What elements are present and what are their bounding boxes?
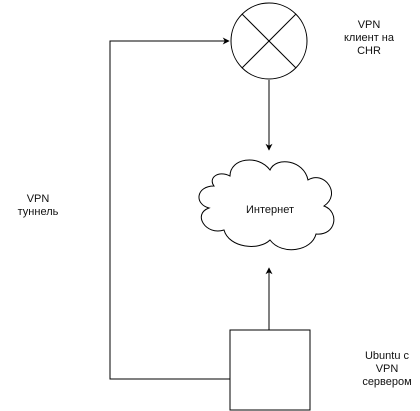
vpn-client-label-line: клиент на [344, 32, 394, 44]
vpn-client-label-line: CHR [357, 45, 381, 57]
internet-label: Интернет [230, 204, 310, 217]
ubuntu-server-label-line: сервером [362, 376, 412, 388]
edge-vpn-tunnel [109, 37, 230, 380]
ubuntu-server-label-line: VPN [375, 363, 399, 375]
vpn-tunnel-label: VPN туннель [8, 193, 68, 219]
ubuntu-server-label-line: Ubuntu с [364, 350, 410, 362]
internet-label-text: Интернет [246, 204, 294, 216]
vpn-tunnel-label-line: VPN [26, 193, 50, 205]
vpn-client-label: VPN клиент на CHR [334, 19, 404, 58]
ubuntu-server-label: Ubuntu с VPN сервером [356, 350, 418, 389]
internet-cloud-node [198, 159, 335, 251]
vpn-client-node [230, 2, 308, 80]
ubuntu-server-node [229, 329, 311, 411]
vpn-client-label-line: VPN [357, 19, 381, 31]
vpn-tunnel-label-line: туннель [17, 206, 59, 218]
